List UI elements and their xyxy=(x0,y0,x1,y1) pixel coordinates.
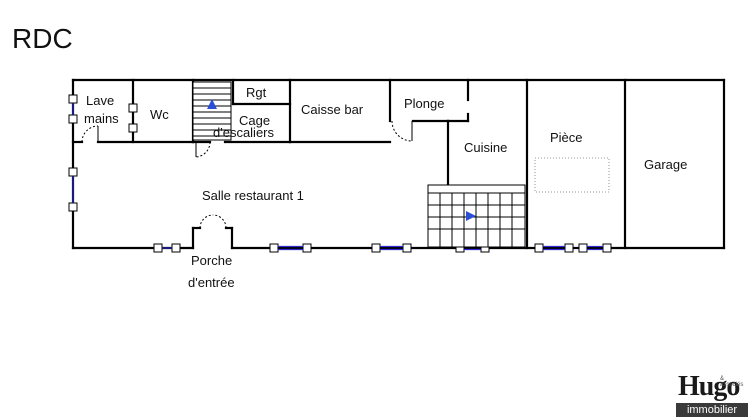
stair-cage-stairs xyxy=(192,81,232,141)
label-porche-line2: d'entrée xyxy=(188,275,235,290)
stair-up-arrow-icon xyxy=(207,99,217,109)
logo-wordmark: Hugo xyxy=(678,371,740,402)
piece-dotted-outline xyxy=(534,157,610,193)
label-wc: Wc xyxy=(150,107,169,122)
label-cuisine: Cuisine xyxy=(464,140,507,155)
stair-direction-arrow-icon xyxy=(466,211,476,221)
agency-logo: Hugo & associés immobilier xyxy=(676,371,748,418)
left-wall-windows xyxy=(68,94,138,212)
label-caisse-bar: Caisse bar xyxy=(301,102,364,117)
label-salle-restaurant: Salle restaurant 1 xyxy=(202,188,304,203)
room-labels: Lave mains Wc Rgt Cage d'escaliers Caiss… xyxy=(84,85,687,290)
door-swings xyxy=(81,120,413,229)
label-rgt: Rgt xyxy=(246,85,267,100)
logo-immobilier: immobilier xyxy=(676,403,748,417)
label-garage: Garage xyxy=(644,157,687,172)
label-cage-line2: d'escaliers xyxy=(213,125,275,140)
logo-associes: & associés xyxy=(720,376,744,388)
floor-title: RDC xyxy=(12,23,73,54)
label-cage-line1: Cage xyxy=(239,113,270,128)
label-porche-line1: Porche xyxy=(191,253,232,268)
outer-walls xyxy=(71,78,726,250)
label-lave-mains-line2: mains xyxy=(84,111,119,126)
kitchen-stairs xyxy=(427,184,526,248)
label-lave-mains-line1: Lave xyxy=(86,93,114,108)
label-plonge: Plonge xyxy=(404,96,444,111)
label-piece: Pièce xyxy=(550,130,583,145)
